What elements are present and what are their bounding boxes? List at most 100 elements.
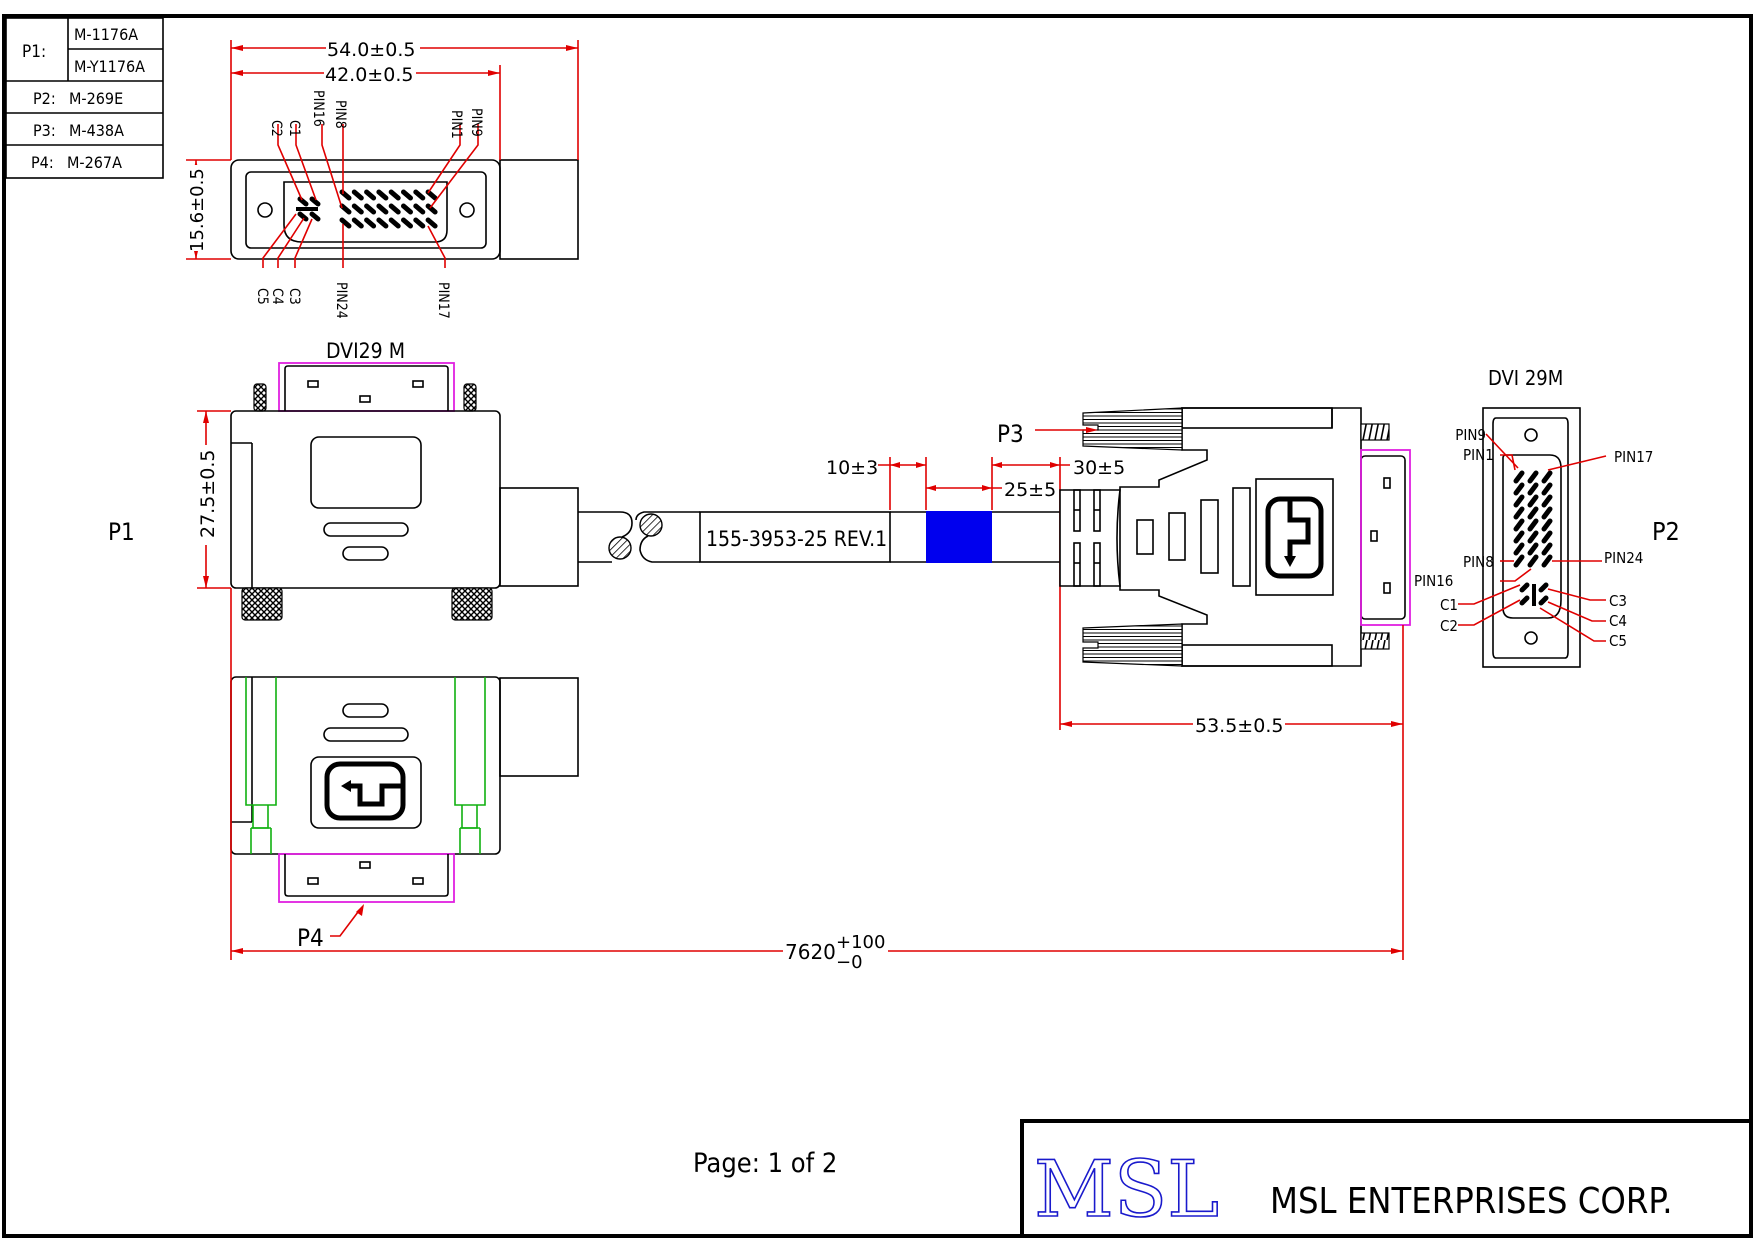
pin-contact: [351, 217, 364, 229]
p3-label: P3: [997, 420, 1024, 448]
label-pin9: PIN9: [468, 108, 484, 137]
label-c4: C4: [269, 288, 285, 305]
dim-42-text: 42.0±0.5: [325, 64, 413, 86]
pin-contact: [1541, 518, 1553, 532]
mounting-hole-icon: [257, 202, 273, 218]
pin-contact: [413, 217, 426, 229]
p1-connector: DVI29 M P1 27.5±0.5: [108, 339, 579, 621]
mounting-hole-icon: [1524, 428, 1538, 442]
pin-contact: [388, 217, 401, 229]
pin-contact: [1541, 530, 1553, 544]
pin-contact: [1541, 554, 1553, 568]
pin-contact: [1527, 506, 1539, 520]
thumbscrew-icon: [463, 383, 477, 412]
thumbscrew-icon: [1082, 407, 1183, 451]
p4-shell-outline: [278, 853, 455, 903]
p2-label-pin9: PIN9: [1455, 426, 1486, 444]
latch-left: [245, 677, 277, 854]
dvi-logo-icon: [1265, 496, 1324, 579]
parts-table-p4-part: M-267A: [67, 153, 122, 172]
label-pin17: PIN17: [435, 282, 451, 319]
pin-contact: [1541, 494, 1553, 508]
pin-contact: [1527, 518, 1539, 532]
parts-table-p3-part: M-438A: [69, 121, 124, 140]
p2-label-pin1: PIN1: [1463, 446, 1494, 464]
pin-contact: [1513, 506, 1525, 520]
dim-15-6-text: 15.6±0.5: [187, 168, 208, 252]
dim-27-5-text: 27.5±0.5: [197, 450, 219, 538]
cable-label: 155-3953-25 REV.1: [706, 527, 887, 551]
pin-contact: [339, 203, 352, 215]
label-c3: C3: [286, 288, 302, 305]
pin-contact: [1541, 506, 1553, 520]
parts-table-p2-label: P2:: [33, 89, 56, 108]
pin-contact: [376, 217, 389, 229]
p1-shell-outline: [278, 362, 455, 412]
label-pin1: PIN1: [448, 110, 464, 139]
thumbscrew-icon: [241, 587, 283, 621]
pin-contact: [1541, 470, 1553, 484]
pin-contact: [1513, 530, 1525, 544]
pin-contact: [425, 189, 438, 201]
cable-break-icon: [639, 513, 663, 537]
page-indicator: Page: 1 of 2: [693, 1148, 837, 1179]
cable: 155-3953-25 REV.1 10±3 25±5 30±5: [578, 457, 1125, 730]
parts-table-p1-part-a: M-1176A: [74, 25, 138, 44]
mounting-hole-icon: [1524, 631, 1538, 645]
p2-face-title: DVI 29M: [1488, 366, 1563, 390]
pin-contact: [388, 203, 401, 215]
p4-label: P4: [297, 924, 324, 952]
p2-label-c4: C4: [1609, 612, 1627, 630]
p2-label-pin8: PIN8: [1463, 553, 1494, 571]
p1-connector-title: DVI29 M: [326, 339, 405, 363]
pin-contact: [364, 217, 377, 229]
dim-54: 54.0±0.5: [230, 39, 579, 160]
dvi-logo-icon: [324, 761, 406, 821]
pin-contact: [1527, 542, 1539, 556]
pin-contact: [1527, 530, 1539, 544]
pin-contact: [388, 189, 401, 201]
parts-table: P1: M-1176A M-Y1176A P2: M-269E P3: M-43…: [5, 17, 164, 179]
parts-table-p2-part: M-269E: [69, 89, 123, 108]
label-pin24: PIN24: [333, 282, 349, 319]
label-pin16: PIN16: [310, 90, 326, 127]
pin-contact: [1541, 482, 1553, 496]
pin-contact: [425, 217, 438, 229]
pin-contact: [1527, 470, 1539, 484]
pin-contact: [1513, 482, 1525, 496]
pin-contact: [1513, 542, 1525, 556]
pin-contact: [401, 189, 413, 201]
pin-contact: [376, 189, 389, 201]
pin-contact: [376, 203, 389, 215]
thumbscrew-icon: [1082, 623, 1183, 667]
p2-label-pin24: PIN24: [1604, 549, 1643, 567]
pin-contact: [425, 203, 438, 215]
dim-54-text: 54.0±0.5: [327, 39, 415, 61]
pin-contact: [1513, 470, 1525, 484]
dim-overall-length: 7620 +100 −0: [230, 588, 1403, 973]
cable-break-icon: [608, 536, 632, 560]
parts-table-p1-label: P1:: [22, 42, 46, 62]
parts-table-p4-label: P4:: [31, 153, 54, 172]
dim-42: 42.0±0.5: [231, 64, 501, 160]
pin-contact: [413, 189, 426, 201]
pin-contact: [339, 217, 352, 229]
p2-label-pin16: PIN16: [1414, 572, 1453, 590]
pin-contact: [1527, 494, 1539, 508]
pin-contact: [1527, 554, 1539, 568]
parts-table-p3-label: P3:: [33, 121, 56, 140]
p2-label-c3: C3: [1609, 592, 1627, 610]
pin-contact: [364, 189, 377, 201]
p4-connector: P4: [230, 676, 579, 952]
pin-contact: [1541, 542, 1553, 556]
thumbscrew-icon: [253, 383, 267, 412]
dim-15-6: 15.6±0.5: [186, 159, 231, 260]
pin-contact: [413, 203, 426, 215]
parts-table-p1-part-b: M-Y1176A: [74, 57, 145, 76]
p2-face-pins: [1513, 470, 1553, 568]
pin-contact: [351, 203, 364, 215]
pin-contact: [401, 217, 413, 229]
thread-stud-icon: [1360, 423, 1390, 441]
dim-10-3-text: 10±3: [826, 457, 878, 479]
company-name: MSL ENTERPRISES CORP.: [1270, 1181, 1673, 1222]
